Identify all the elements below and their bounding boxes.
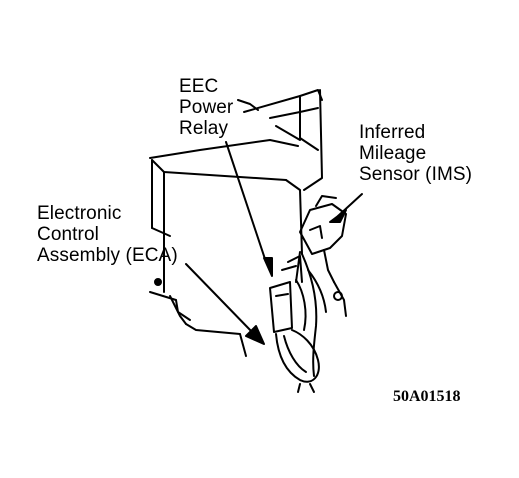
label-ims-line-1: Inferred	[359, 122, 426, 143]
figure-code: 50A01518	[393, 388, 461, 405]
label-ims: Inferred Mileage Sensor (IMS)	[359, 122, 472, 185]
upper-panel-outline	[243, 89, 323, 191]
label-eca-line-1: Electronic	[37, 203, 122, 224]
label-eec-power-relay: EEC Power Relay	[179, 76, 233, 139]
label-eca-line-2: Control	[37, 224, 99, 245]
label-eca: Electronic Control Assembly (ECA)	[37, 203, 178, 266]
ims-leader	[329, 193, 363, 223]
label-ims-line-2: Mileage	[359, 143, 427, 164]
wiring-harness	[275, 253, 327, 393]
label-eec-line-3: Relay	[179, 118, 229, 139]
relay-connector-assembly	[269, 255, 303, 333]
ims-sensor-assembly	[295, 195, 347, 317]
label-eca-line-3: Assembly (ECA)	[37, 245, 178, 266]
label-ims-line-3: Sensor (IMS)	[359, 164, 473, 185]
label-eec-line-2: Power	[179, 97, 234, 118]
label-eec-line-1: EEC	[179, 76, 219, 97]
eca-leader	[185, 263, 265, 345]
eec-relay-leader	[225, 99, 273, 277]
